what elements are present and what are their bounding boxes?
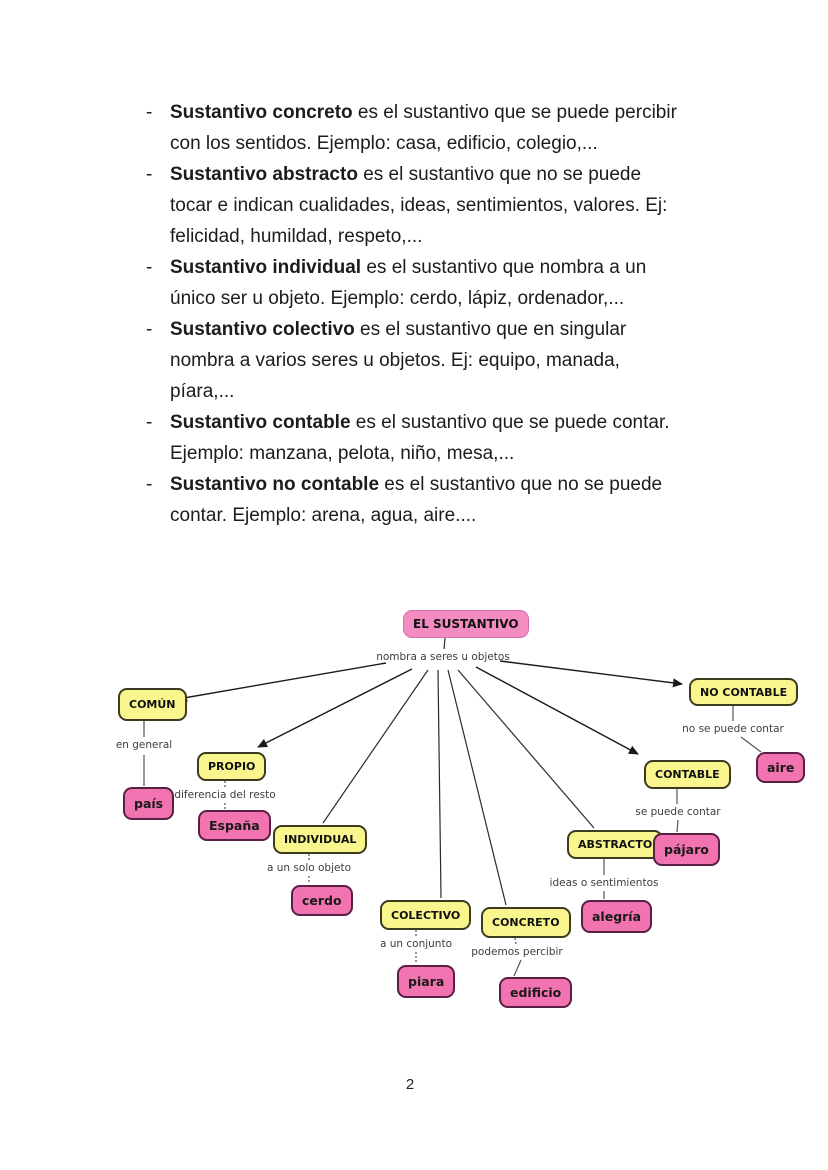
definition-contable: es el sustantivo que se puede contar. Ej… [170, 412, 670, 464]
concept-node-el-sustantivo: EL SUSTANTIVO [403, 610, 529, 638]
list-item: - Sustantivo no contable es el sustantiv… [146, 469, 712, 531]
bullet-marker: - [146, 102, 153, 123]
list-item: - Sustantivo colectivo es el sustantivo … [146, 314, 712, 407]
term-contable: Sustantivo contable [170, 412, 351, 433]
list-item: - Sustantivo contable es el sustantivo q… [146, 407, 712, 469]
bullet-text: Sustantivo individual es el sustantivo q… [170, 252, 712, 314]
edge-label-percibir: podemos percibir [471, 946, 563, 958]
edge-label-solo-objeto: a un solo objeto [267, 862, 351, 874]
term-concreto: Sustantivo concreto [170, 102, 353, 123]
example-node-pais: país [123, 787, 175, 820]
bullet-marker: - [146, 412, 153, 433]
list-item: - Sustantivo concreto es el sustantivo q… [146, 97, 712, 159]
example-node-alegria: alegría [581, 900, 653, 933]
term-abstracto: Sustantivo abstracto [170, 164, 358, 185]
bullet-text: Sustantivo abstracto es el sustantivo qu… [170, 159, 712, 252]
bullet-text: Sustantivo contable es el sustantivo que… [170, 407, 712, 469]
edge-label-diferencia: diferencia del resto [174, 789, 276, 801]
example-node-aire: aire [756, 752, 806, 783]
bullet-marker: - [146, 257, 153, 278]
bullet-marker: - [146, 164, 153, 185]
bullet-text: Sustantivo colectivo es el sustantivo qu… [170, 314, 712, 407]
concept-node-contable: CONTABLE [644, 760, 731, 789]
example-node-espana: España [198, 810, 271, 841]
concept-node-abstracto: ABSTRACTO [567, 830, 664, 859]
concept-node-concreto: CONCRETO [481, 907, 571, 938]
edge-label-en-general: en general [115, 739, 173, 751]
concept-node-colectivo: COLECTIVO [380, 900, 472, 930]
bullet-marker: - [146, 474, 153, 495]
definition-abstracto: es el sustantivo que no se puede tocar e… [170, 164, 668, 247]
list-item: - Sustantivo abstracto es el sustantivo … [146, 159, 712, 252]
term-no-contable: Sustantivo no contable [170, 474, 380, 495]
edge-label-nombra: nombra a seres u objetos [376, 651, 510, 663]
definition-list: - Sustantivo concreto es el sustantivo q… [146, 97, 712, 531]
bullet-text: Sustantivo concreto es el sustantivo que… [170, 97, 712, 159]
example-node-piara: piara [397, 965, 456, 998]
definition-colectivo: es el sustantivo que en singular nombra … [170, 319, 627, 402]
example-node-pajaro: pájaro [653, 833, 720, 866]
concept-node-propio: PROPIO [197, 752, 267, 781]
page-number: 2 [405, 1076, 415, 1093]
term-individual: Sustantivo individual [170, 257, 362, 278]
concept-node-no-contable: NO CONTABLE [689, 678, 799, 706]
edge-label-sentimientos: ideas o sentimientos [549, 877, 659, 889]
term-colectivo: Sustantivo colectivo [170, 319, 355, 340]
example-node-cerdo: cerdo [291, 885, 353, 916]
definition-no-contable: es el sustantivo que no se puede contar.… [170, 474, 663, 526]
concept-node-comun: COMÚN [118, 688, 187, 721]
example-node-edificio: edificio [499, 977, 573, 1008]
definition-individual: es el sustantivo que nombra a un único s… [170, 257, 647, 309]
edge-label-se-puede-contar: se puede contar [635, 806, 721, 818]
bullet-text: Sustantivo no contable es el sustantivo … [170, 469, 712, 531]
edge-label-no-se-puede-contar: no se puede contar [682, 723, 784, 735]
edge-label-conjunto: a un conjunto [379, 938, 453, 950]
definition-concreto: es el sustantivo que se puede percibir c… [170, 102, 677, 154]
bullet-marker: - [146, 319, 153, 340]
concept-node-individual: INDIVIDUAL [273, 825, 368, 854]
list-item: - Sustantivo individual es el sustantivo… [146, 252, 712, 314]
